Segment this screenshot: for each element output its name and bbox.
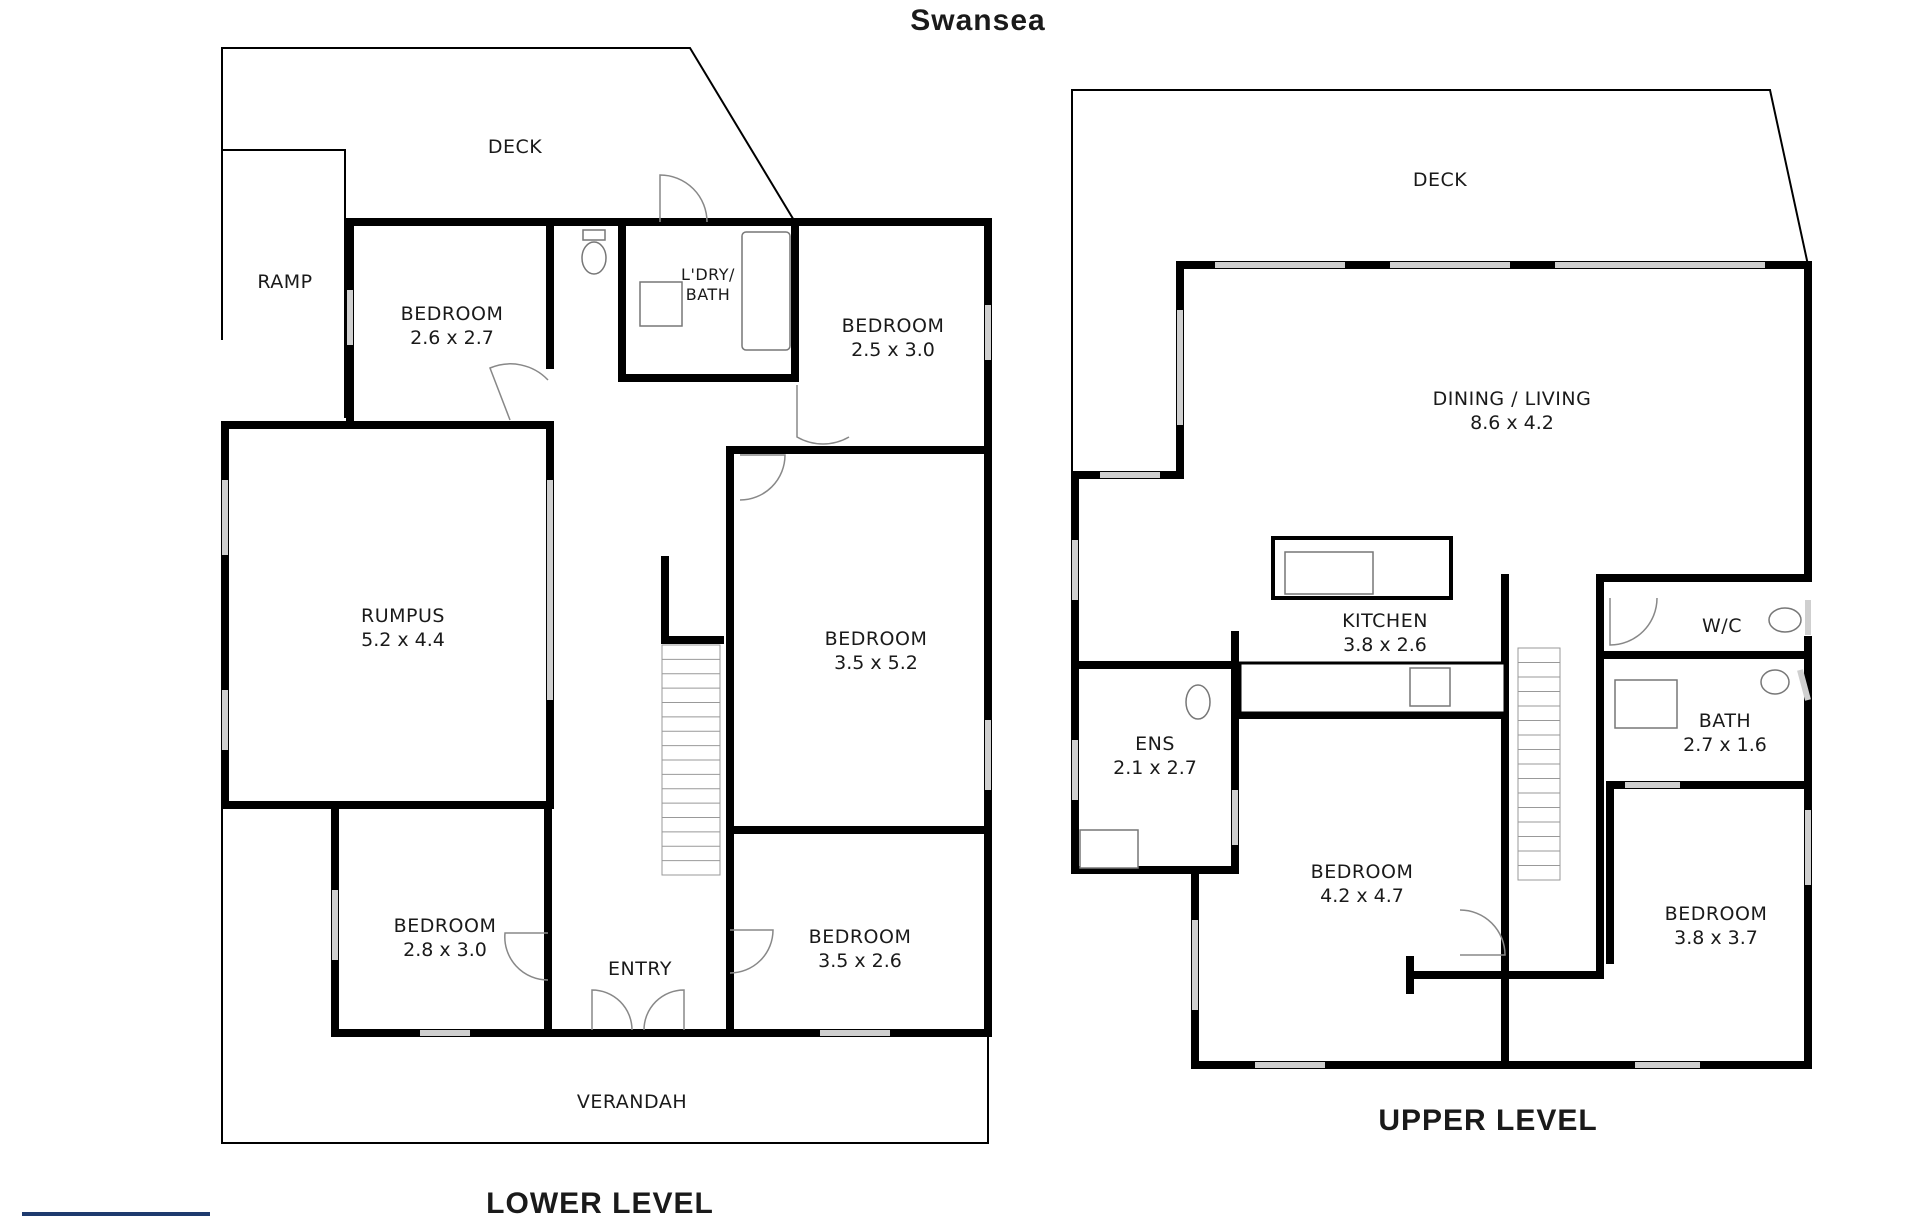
room-name: BEDROOM [825,628,928,650]
laundry-tub-icon [639,281,683,327]
room-dims: 3.5 x 2.6 [818,950,902,972]
kitchen-sink-icon [1284,551,1374,595]
kitchen-bench [1238,661,1507,715]
lower-level-title: LOWER LEVEL [486,1187,714,1216]
room-name: BEDROOM [842,315,945,337]
verandah-outline [221,808,989,1144]
room-name: ENTRY [608,958,672,980]
room-name: DECK [488,136,542,158]
bath-basin-icon [1760,669,1790,695]
room-dims: 2.5 x 3.0 [851,339,935,361]
room-dims: 3.8 x 2.6 [1343,634,1427,656]
room-name: BATH [1699,710,1751,732]
cistern-icon [582,229,606,241]
lower-level-plan [221,47,992,1144]
room-dims: 8.6 x 4.2 [1470,412,1554,434]
room-dims: 2.8 x 3.0 [403,939,487,961]
bedroom-door [1459,909,1506,956]
wc-toilet-icon [1768,607,1802,633]
room-name: DECK [1413,169,1467,191]
upper-deck-outline [1071,89,1809,480]
upper-level-plan [1071,89,1812,1069]
entry-door-left [591,989,633,1031]
room-dims: 3.5 x 5.2 [834,652,918,674]
room-dims: 2.7 x 1.6 [1683,734,1767,756]
bathtub-icon [741,231,791,351]
room-name: BEDROOM [809,926,912,948]
shower-icon [1079,829,1139,869]
upper-level-title: UPPER LEVEL [1378,1104,1597,1137]
ramp-outline [222,149,346,418]
room-dims: 5.2 x 4.4 [361,629,445,651]
room-dims: 2.6 x 2.7 [410,327,494,349]
room-name: BEDROOM [1311,861,1414,883]
room-name: L'DRY/ [681,265,735,284]
room-name: RAMP [257,271,312,293]
room-dims: 2.1 x 2.7 [1113,757,1197,779]
ens-toilet-icon [1185,684,1211,720]
room-name: KITCHEN [1342,610,1428,632]
room-dims: 3.8 x 3.7 [1674,927,1758,949]
deck-outline [221,47,796,340]
entry-door-right [643,989,685,1031]
lower-level-labels: DECK RAMP BEDROOM 2.6 x 2.7 L'DRY/ BATH … [257,136,945,1113]
room-dims: BATH [686,285,730,304]
plan-title: Swansea [910,4,1045,37]
room-name: ENS [1135,733,1175,755]
room-dims: 4.2 x 4.7 [1320,885,1404,907]
stove-icon [1409,667,1451,707]
room-name: RUMPUS [361,605,445,627]
upper-stairs [1517,647,1561,881]
footer-accent-bar [22,1212,210,1216]
bath-shower-icon [1614,679,1678,729]
room-name: DINING / LIVING [1433,388,1592,410]
deck-door [659,174,708,223]
room-name: BEDROOM [1665,903,1768,925]
room-name: VERANDAH [577,1091,687,1113]
room-name: W/C [1702,615,1742,637]
lower-stairs [661,644,721,876]
toilet-icon [581,241,607,275]
upper-level-labels: DECK DINING / LIVING 8.6 x 4.2 KITCHEN 3… [1113,169,1767,949]
room-name: BEDROOM [401,303,504,325]
room-name: BEDROOM [394,915,497,937]
